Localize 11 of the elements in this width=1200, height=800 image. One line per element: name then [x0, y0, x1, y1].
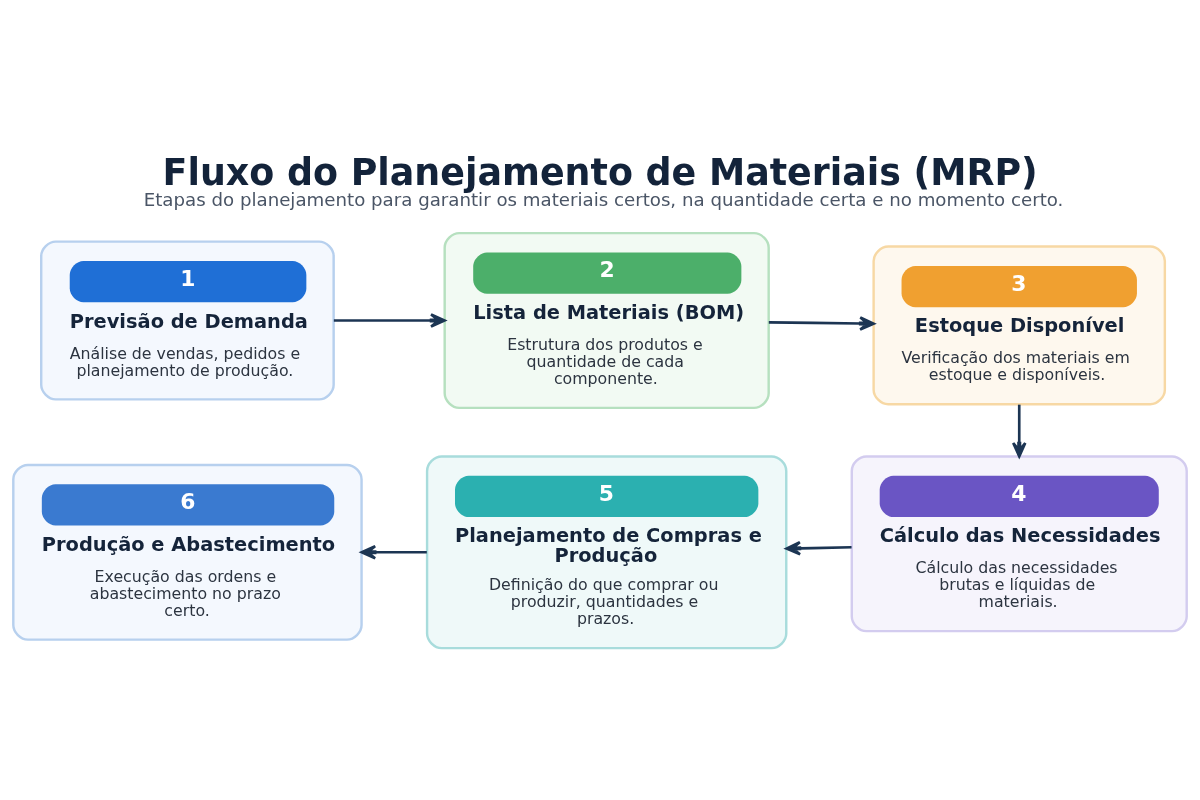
node-box: 2 Lista de Materiais (BOM) Estrutura dos produtos e quantidade de cada componente. [443, 231, 770, 410]
node-box: 5 Planejamento de Compras e Produção Definição do que comprar ou produzir, quantidades e prazos. [425, 455, 788, 650]
arrow [333, 313, 446, 328]
node-box: 6 Produção e Abastecimento Execução das ordens e abastecimento no prazo certo. [12, 463, 363, 641]
arrow [768, 316, 875, 331]
arrow [360, 544, 427, 560]
arrow [1011, 404, 1027, 458]
node-box: 1 Previsão de Demanda Análise de vendas, pedidos e planejamento de produção. [40, 240, 335, 401]
node-box: 3 Estoque Disponível Verificação dos materiais em estoque e disponíveis. [872, 245, 1167, 406]
arrow [785, 540, 852, 556]
node-box: 4 Cálculo das Necessidades Cálculo das necessidades brutas e líquidas de materiais. [850, 455, 1188, 633]
